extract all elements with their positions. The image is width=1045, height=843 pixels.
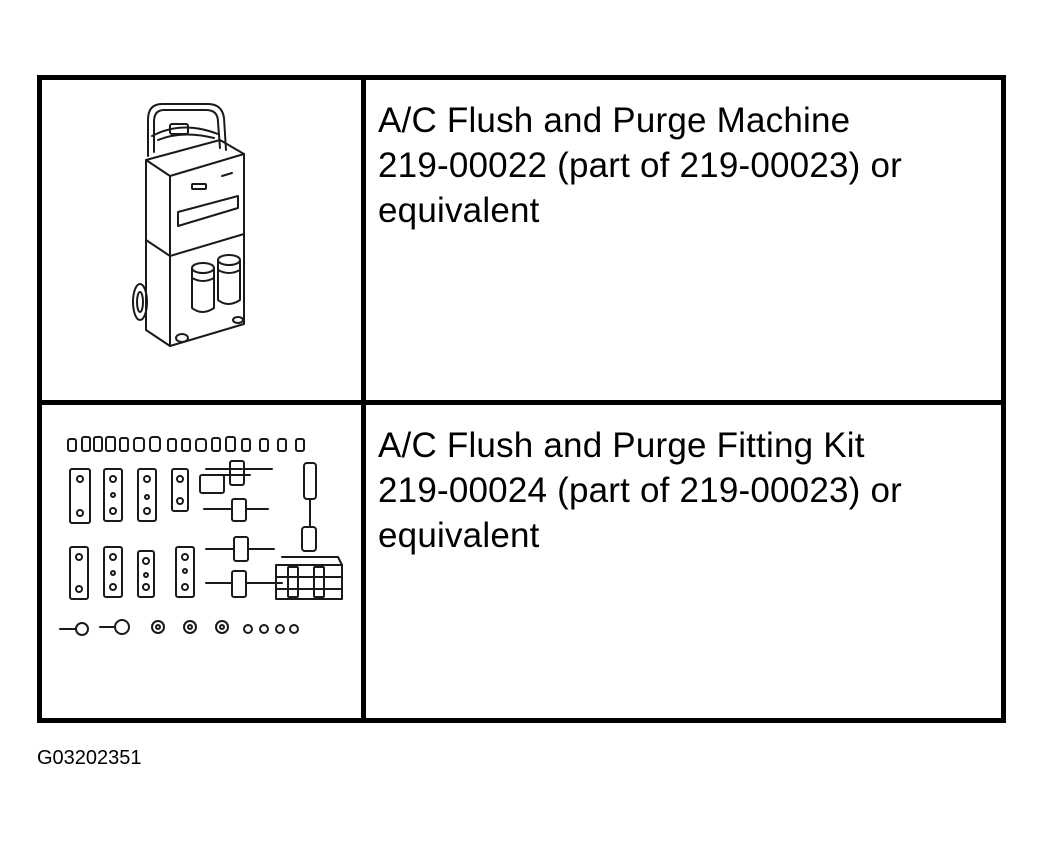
flush-purge-machine-icon [132, 103, 245, 347]
tool-description: A/C Flush and Purge Fitting Kit 219-0002… [378, 423, 988, 558]
tool-description: A/C Flush and Purge Machine 219-00022 (p… [378, 98, 988, 233]
fitting-kit-icon [59, 436, 343, 636]
tool-part-number: 219-00024 (part of 219-00023) or [378, 471, 902, 510]
tool-illustration-cell [42, 405, 361, 718]
tool-part-number: 219-00022 (part of 219-00023) or [378, 146, 902, 185]
column-divider [361, 80, 366, 718]
tool-row-flush-machine: A/C Flush and Purge Machine 219-00022 (p… [42, 80, 1001, 400]
special-tools-table: A/C Flush and Purge Machine 219-00022 (p… [37, 75, 1006, 723]
tool-name: A/C Flush and Purge Fitting Kit [378, 426, 865, 465]
tool-equivalent-note: equivalent [378, 516, 540, 555]
tool-equivalent-note: equivalent [378, 191, 540, 230]
tool-illustration-cell [42, 80, 361, 400]
tool-row-fitting-kit: A/C Flush and Purge Fitting Kit 219-0002… [42, 405, 1001, 718]
figure-id: G03202351 [37, 747, 142, 769]
tool-name: A/C Flush and Purge Machine [378, 101, 851, 140]
row-divider [42, 400, 1001, 405]
